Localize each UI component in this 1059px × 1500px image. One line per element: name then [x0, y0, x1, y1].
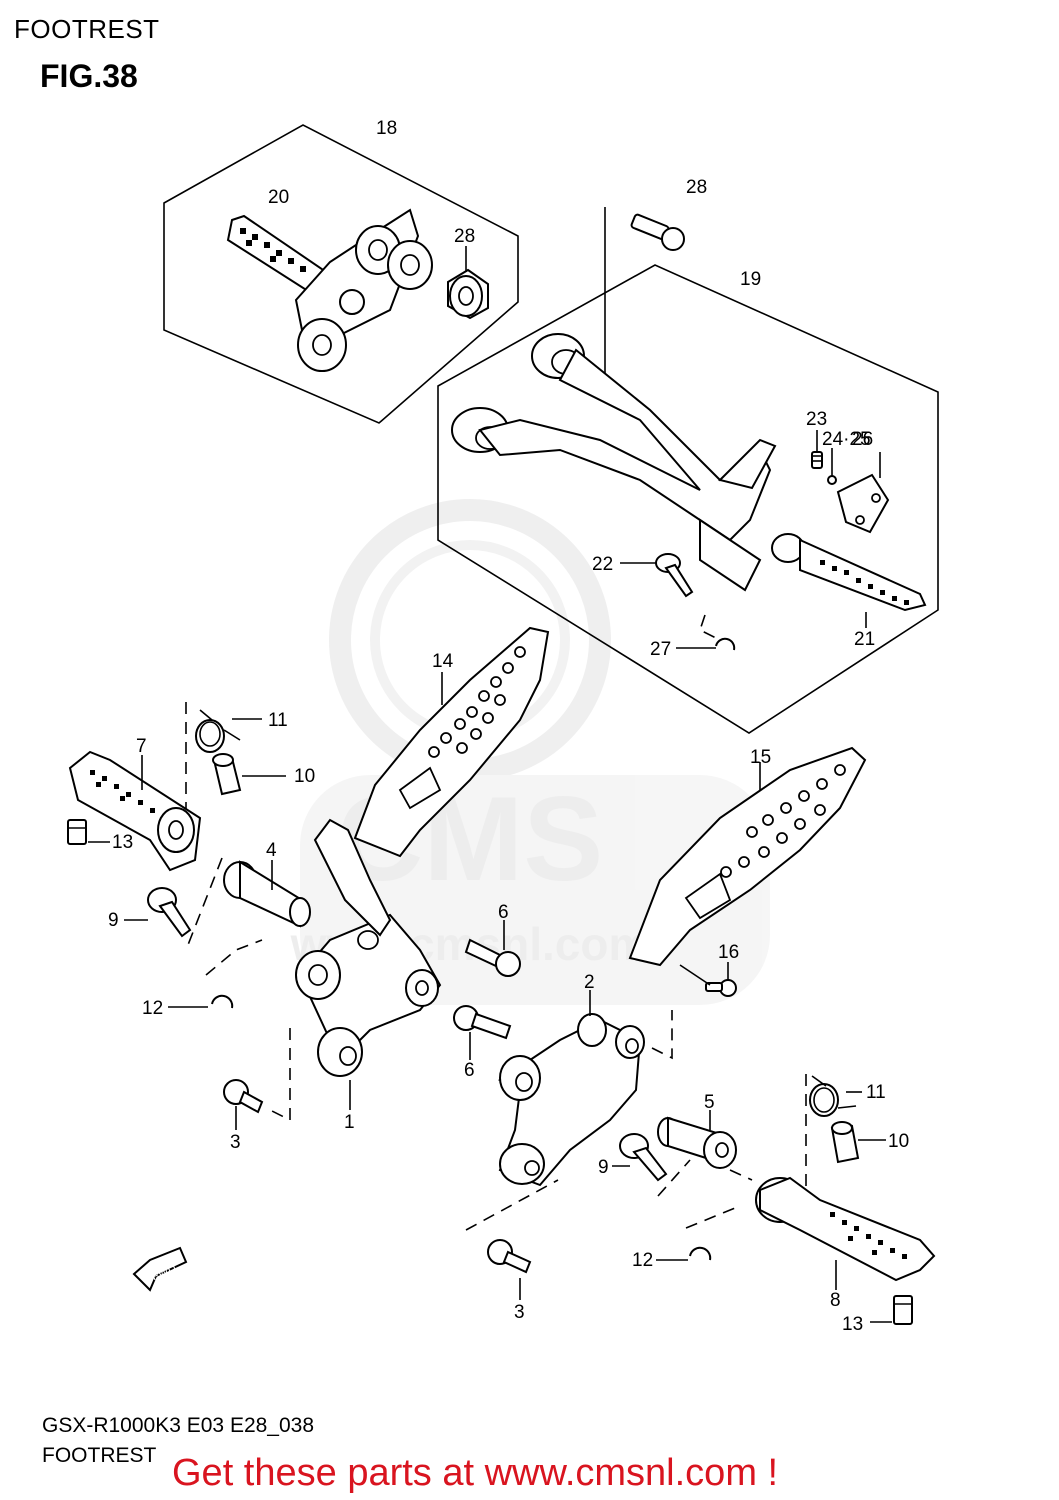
- figure-number: FIG.38: [40, 58, 138, 94]
- part-24-25-plate[interactable]: [836, 452, 890, 534]
- part-14-heel-guard[interactable]: [353, 626, 550, 858]
- callout-16: 16: [718, 942, 739, 963]
- callout-7: 7: [136, 736, 147, 757]
- callout-13-right: 13: [842, 1314, 863, 1335]
- callout-14: 14: [432, 651, 454, 672]
- callout-21: 22: [592, 554, 613, 575]
- callout-13-left: 13: [112, 832, 133, 853]
- callout-2: 2: [584, 972, 595, 993]
- part-6-bolt-upper[interactable]: [464, 920, 521, 977]
- callout-9-right: 9: [598, 1157, 609, 1178]
- callout-18: 19: [740, 269, 761, 290]
- page-title: FOOTREST: [14, 14, 160, 44]
- callout-19: 20: [268, 187, 289, 208]
- callout-12-right: 12: [632, 1250, 653, 1271]
- callout-11-left: 11: [268, 710, 288, 731]
- part-7-footpeg[interactable]: [68, 750, 202, 872]
- part-23-ball[interactable]: [827, 448, 837, 485]
- forward-direction-arrow: FWD: [132, 1246, 188, 1292]
- part-10-bush-right[interactable]: [830, 1121, 886, 1164]
- part-16-screw[interactable]: [679, 962, 737, 997]
- callout-6-lower: 6: [464, 1060, 475, 1081]
- part-15-heel-guard[interactable]: [628, 746, 867, 967]
- callout-28: 28: [686, 177, 707, 198]
- model-code: GSX-R1000K3 E03 E28_038: [42, 1414, 315, 1437]
- part-9-pin-left[interactable]: [124, 887, 192, 938]
- callout-4: 4: [266, 840, 277, 861]
- promo-link[interactable]: Get these parts at www.cmsnl.com !: [172, 1452, 779, 1494]
- callout-26: 27: [650, 639, 671, 660]
- part-27-bush[interactable]: [447, 246, 489, 320]
- part-26-e-clip[interactable]: [676, 614, 736, 651]
- part-1-footrest-bracket[interactable]: [295, 818, 442, 1110]
- part-12-e-clip-left[interactable]: [168, 939, 263, 1009]
- callout-3-left: 3: [230, 1132, 241, 1153]
- callout-20: 21: [854, 629, 875, 650]
- callout-5: 5: [704, 1092, 715, 1113]
- part-28-bolt[interactable]: [604, 207, 685, 380]
- part-11-spring-left[interactable]: [185, 702, 262, 828]
- part-13-adjuster-right[interactable]: [870, 1295, 913, 1325]
- part-4-pivot[interactable]: [185, 857, 311, 951]
- part-12-e-clip-right[interactable]: [656, 1205, 741, 1261]
- callout-22: 23: [806, 409, 827, 430]
- callout-12-left: 12: [142, 998, 163, 1019]
- part-11-spring-right[interactable]: [805, 1074, 862, 1200]
- part-13-adjuster-left[interactable]: [67, 819, 110, 845]
- assembly-box-18: [437, 264, 939, 734]
- callout-1: 1: [344, 1112, 355, 1133]
- part-22-spring[interactable]: [811, 430, 823, 469]
- callout-24-25: 26: [852, 429, 873, 450]
- assembly-box-17: [163, 124, 519, 424]
- part-21-pin[interactable]: [620, 553, 694, 598]
- part-19-footrest-bracket[interactable]: [226, 208, 433, 372]
- part-18-footrest-bracket[interactable]: [451, 333, 777, 592]
- callout-17: 18: [376, 118, 397, 139]
- section-name: FOOTREST: [42, 1444, 157, 1467]
- part-3-bolt-right[interactable]: [465, 1179, 559, 1300]
- part-6-bolt-lower[interactable]: [453, 1005, 512, 1060]
- part-3-bolt-left[interactable]: [223, 1028, 291, 1130]
- callout-6-upper: 6: [498, 902, 509, 923]
- callout-3-right: 3: [514, 1302, 525, 1323]
- callout-10-right: 10: [888, 1131, 909, 1152]
- part-8-footpeg[interactable]: [755, 1176, 936, 1290]
- part-2-footrest-bracket[interactable]: [498, 990, 673, 1187]
- callout-9-left: 9: [108, 910, 119, 931]
- callout-10-left: 10: [294, 766, 315, 787]
- callout-labels: 18 20 28 28 19 23 24·25 26 22 21 27 14 1…: [108, 118, 909, 1335]
- callout-27: 28: [454, 226, 475, 247]
- callout-23: 24·25: [822, 429, 871, 450]
- part-10-bush-left[interactable]: [212, 753, 286, 796]
- part-9-pin-right[interactable]: [612, 1133, 691, 1197]
- part-20-footpeg[interactable]: [771, 533, 927, 628]
- callout-8: 8: [830, 1290, 841, 1311]
- part-5-pivot[interactable]: [657, 1110, 753, 1181]
- callout-11-right: 11: [866, 1082, 886, 1103]
- callout-15: 15: [750, 747, 771, 768]
